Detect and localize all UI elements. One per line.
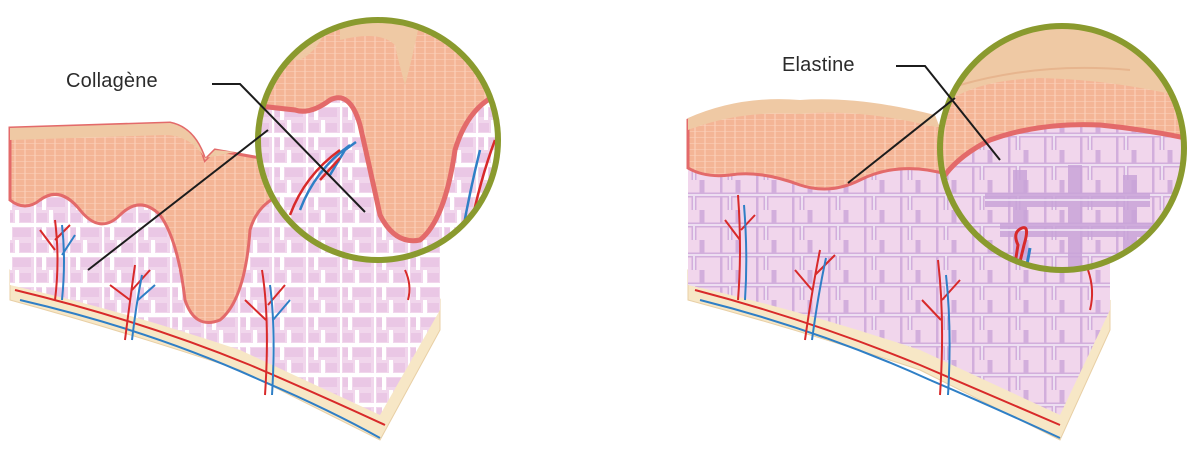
collagen-label: Collagène — [66, 70, 158, 93]
elastin-label: Elastine — [782, 54, 855, 77]
